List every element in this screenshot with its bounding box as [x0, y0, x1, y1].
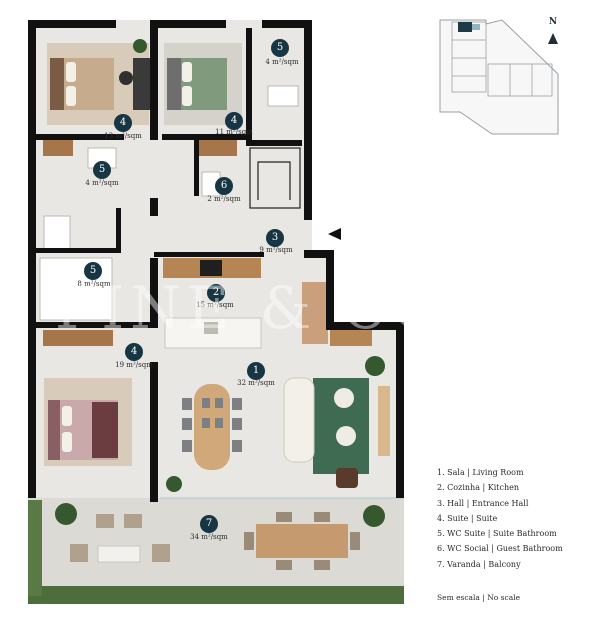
- balcony-coffee-table: [97, 545, 141, 563]
- location-highlight: [458, 22, 472, 32]
- room-marker-bedroom-middle: 4: [225, 112, 243, 130]
- dining-chairs: [182, 398, 242, 452]
- dining-table: [194, 384, 230, 470]
- sofa: [283, 377, 315, 463]
- room-marker-master-bedroom: 4: [125, 343, 143, 361]
- room-marker-balcony: 7: [200, 515, 218, 533]
- legend-item: 3. Hall | Entrance Hall: [437, 498, 529, 508]
- balcony-lounge: [70, 514, 170, 562]
- balcony-dining-table: [256, 524, 348, 558]
- desk: [133, 58, 151, 110]
- room-area-bedroom-middle: 11 m²/sqm: [215, 128, 253, 136]
- room-area-balcony: 34 m²/sqm: [190, 533, 228, 541]
- entrance-arrow-icon: [328, 228, 341, 240]
- room-area-hall: 9 m²/sqm: [259, 246, 293, 254]
- room-area-kitchen: 15 m²/sqm: [196, 301, 234, 309]
- legend-item: 7. Varanda | Balcony: [437, 559, 521, 569]
- balcony-chairs: [244, 512, 360, 570]
- room-marker-guest-wc: 6: [215, 177, 233, 195]
- bed: [167, 58, 227, 110]
- scale-note: Sem escala | No scale: [437, 593, 521, 602]
- room-marker-wc-suite-top-right: 5: [271, 39, 289, 57]
- walls: [28, 20, 404, 502]
- staircase: [249, 147, 301, 209]
- legend-item: 4. Suite | Suite: [437, 513, 498, 523]
- bed: [50, 58, 114, 110]
- room-legend: 1. Sala | Living Room 2. Cozinha | Kitch…: [437, 468, 563, 575]
- north-label: N: [548, 17, 558, 27]
- cabinet: [330, 330, 372, 346]
- room-area-wc-suite-left: 4 m²/sqm: [85, 179, 119, 187]
- plant: [55, 39, 385, 527]
- armchair: [336, 468, 358, 488]
- legend-item: 2. Cozinha | Kitchen: [437, 483, 520, 493]
- bed: [48, 400, 118, 460]
- sideboard: [378, 386, 390, 456]
- north-arrow-icon: [548, 33, 558, 44]
- sink: [204, 322, 218, 334]
- room-marker-hall: 3: [266, 229, 284, 247]
- wardrobe: [43, 140, 237, 346]
- legend-item: 5. WC Suite | Suite Bathroom: [437, 529, 557, 539]
- room-area-wc-suite-top-right: 4 m²/sqm: [265, 58, 299, 66]
- balcony-hedge: [28, 586, 404, 604]
- room-area-guest-wc: 2 m²/sqm: [207, 195, 241, 203]
- balcony-hedge-side: [28, 500, 42, 596]
- coffee-table: [336, 426, 356, 446]
- tall-cabinet: [302, 282, 328, 344]
- room-marker-living-room: 1: [247, 362, 265, 380]
- room-area-master-bedroom: 19 m²/sqm: [115, 361, 153, 369]
- chair: [119, 71, 133, 85]
- room-marker-kitchen: 2: [207, 284, 225, 302]
- room-marker-wc-suite-lower: 5: [84, 262, 102, 280]
- cooktop: [200, 260, 222, 276]
- legend-item: 1. Sala | Living Room: [437, 468, 524, 477]
- room-marker-bedroom-left: 4: [114, 114, 132, 132]
- room-area-bedroom-left: 13 m²/sqm: [104, 132, 142, 140]
- coffee-table: [334, 388, 354, 408]
- location-key-map: [439, 19, 559, 135]
- room-area-wc-suite-lower: 8 m²/sqm: [77, 280, 111, 288]
- legend-item: 6. WC Social | Guest Bathroom: [437, 544, 563, 554]
- room-area-living-room: 32 m²/sqm: [237, 379, 275, 387]
- watermark: FINE & COUNTRY: [55, 274, 606, 342]
- room-marker-wc-suite-left: 5: [93, 161, 111, 179]
